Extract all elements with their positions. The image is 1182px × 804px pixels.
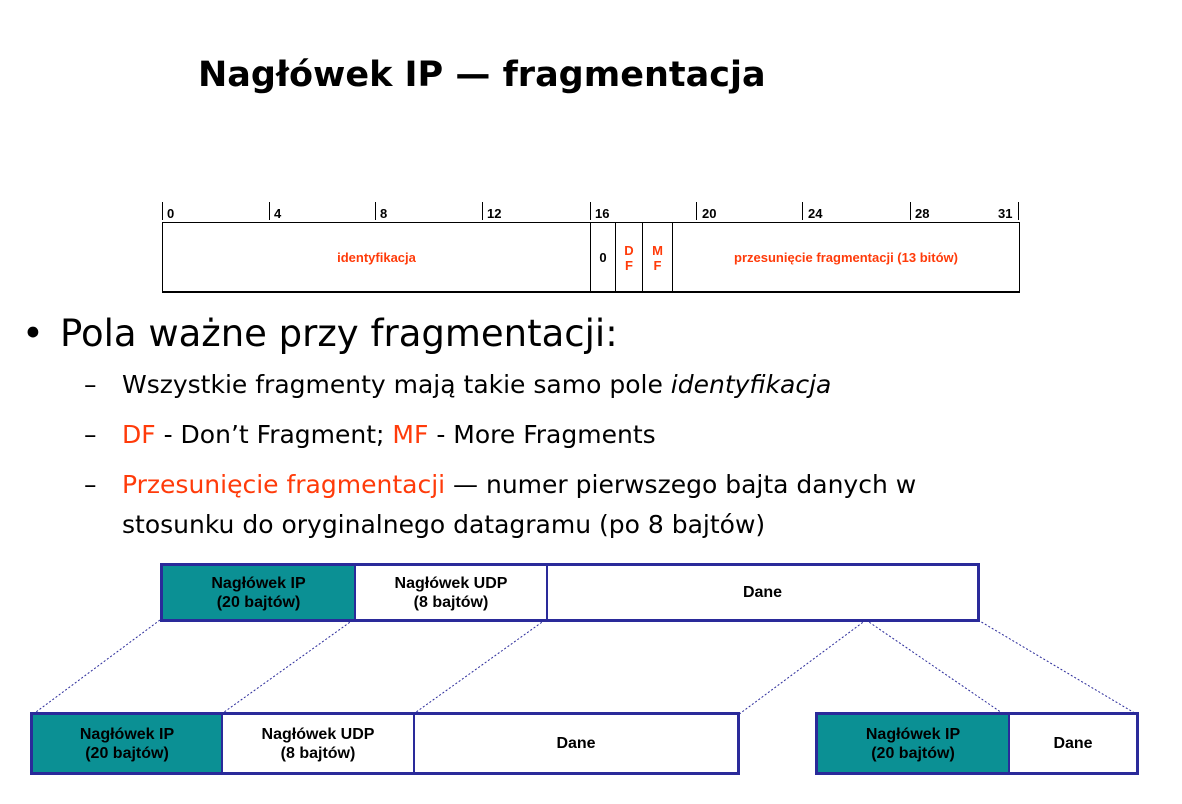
offset-definition: — numer pierwszego bajta danych w (445, 470, 917, 499)
ip-header-label: Nagłówek IP (211, 574, 306, 592)
mf-letter-m: M (652, 242, 663, 258)
connector-line (219, 619, 354, 716)
sub-bullet-3-line2: stosunku do oryginalnego datagramu (po 8… (122, 510, 766, 539)
bit-label-20: 20 (702, 206, 717, 221)
header-fields-row: identyfikacja 0 D F M F przesunięcie fra… (162, 222, 1020, 292)
field-mf: M F (643, 223, 673, 292)
ip-header-size: (20 bajtów) (85, 744, 169, 762)
df-letter-f: F (625, 257, 633, 273)
bullet-dot-icon: • (22, 312, 44, 355)
bit-tick (910, 202, 911, 220)
udp-header-label: Nagłówek UDP (261, 725, 375, 743)
header-bottom-rule (162, 291, 1020, 293)
bit-tick (375, 202, 376, 220)
connector-line (737, 619, 867, 716)
fragment-1: Nagłówek IP(20 bajtów) Nagłówek UDP(8 ba… (30, 712, 740, 775)
sub1-emphasis: identyfikacja (670, 370, 832, 399)
original-udp-header: Nagłówek UDP(8 bajtów) (356, 566, 548, 619)
mf-term: MF (392, 420, 429, 449)
connector-line (31, 619, 161, 716)
bit-label-0: 0 (167, 206, 175, 221)
ip-header-label: Nagłówek IP (865, 725, 961, 743)
bit-label-12: 12 (487, 206, 502, 221)
bit-label-16: 16 (595, 206, 610, 221)
fragment1-udp-header: Nagłówek UDP(8 bajtów) (223, 715, 415, 772)
connector-line (865, 619, 1006, 716)
df-letter-d: D (624, 242, 634, 258)
ip-header-size: (20 bajtów) (216, 593, 301, 611)
bit-tick (162, 202, 163, 220)
fragment2-ip-header: Nagłówek IP(20 bajtów) (818, 715, 1010, 772)
dash-icon: – (84, 420, 97, 449)
connector-line (977, 619, 1139, 716)
field-fragment-offset: przesunięcie fragmentacji (13 bitów) (734, 250, 958, 265)
ip-header-label: Nagłówek IP (79, 725, 175, 743)
sub-bullet-1-text: Wszystkie fragmenty mają takie samo pole… (122, 370, 831, 399)
bit-label-28: 28 (915, 206, 930, 221)
udp-header-label: Nagłówek UDP (394, 574, 508, 592)
sub1-prefix: Wszystkie fragmenty mają takie samo pole (122, 370, 671, 399)
bit-label-4: 4 (274, 206, 282, 221)
bit-tick (802, 202, 803, 220)
dash-icon: – (84, 370, 97, 399)
dash-icon: – (84, 470, 97, 499)
df-term: DF (122, 420, 156, 449)
bit-tick (696, 202, 697, 220)
ip-header-diagram: 0 4 8 12 16 20 24 28 31 identyfikacja 0 … (162, 200, 1020, 293)
original-datagram: Nagłówek IP(20 bajtów) Nagłówek UDP(8 ba… (160, 563, 980, 622)
bit-tick (482, 202, 483, 220)
udp-header-size: (8 bajtów) (280, 744, 356, 762)
bit-label-8: 8 (380, 206, 388, 221)
bullet-main-text: Pola ważne przy fragmentacji: (60, 312, 618, 355)
ip-header-size: (20 bajtów) (871, 744, 955, 762)
sub-bullet-2-text: DF - Don’t Fragment; MF - More Fragments (122, 420, 656, 449)
field-identification: identyfikacja (163, 223, 591, 292)
mf-letter-f: F (653, 257, 662, 273)
sub-bullet-3-text: Przesunięcie fragmentacji — numer pierws… (122, 470, 916, 499)
field-reserved-bit: 0 (591, 223, 616, 292)
offset-term: Przesunięcie fragmentacji (122, 470, 446, 499)
bit-tick (590, 202, 591, 220)
original-data: Dane (742, 584, 783, 601)
field-df: D F (616, 223, 643, 292)
page-title: Nagłówek IP — fragmentacja (198, 55, 766, 95)
fragment1-data: Dane (556, 735, 596, 752)
fragment1-ip-header: Nagłówek IP(20 bajtów) (33, 715, 223, 772)
bit-label-31: 31 (998, 206, 1013, 221)
df-definition: - Don’t Fragment; (155, 420, 393, 449)
original-ip-header: Nagłówek IP(20 bajtów) (163, 566, 356, 619)
bit-tick (269, 202, 270, 220)
connector-line (411, 619, 546, 716)
fragment-2: Nagłówek IP(20 bajtów) Dane (815, 712, 1139, 775)
mf-definition: - More Fragments (428, 420, 656, 449)
bit-label-24: 24 (808, 206, 823, 221)
fragment2-data: Dane (1053, 735, 1093, 752)
udp-header-size: (8 bajtów) (413, 593, 489, 611)
bit-tick (1018, 202, 1019, 220)
